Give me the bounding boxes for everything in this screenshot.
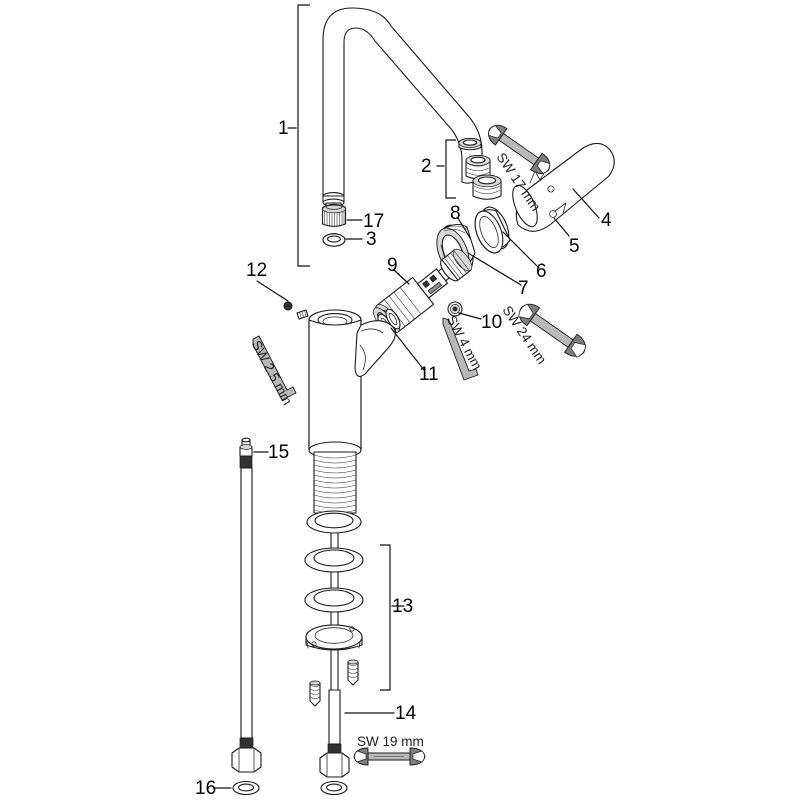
tool-wrench-sw24 bbox=[518, 303, 586, 358]
leader-13 bbox=[380, 544, 391, 691]
leader-8 bbox=[457, 217, 471, 239]
callout-9: 9 bbox=[387, 255, 398, 276]
callout-2: 2 bbox=[421, 156, 432, 177]
leader-2 bbox=[445, 139, 456, 199]
callout-4: 4 bbox=[601, 210, 612, 231]
callout-1: 1 bbox=[278, 118, 289, 139]
part-12-grub-screw bbox=[296, 309, 309, 320]
callout-12: 12 bbox=[246, 260, 268, 281]
callout-5: 5 bbox=[569, 236, 580, 257]
leader-4 bbox=[572, 188, 600, 219]
leader-7 bbox=[467, 252, 522, 286]
part-1-spout bbox=[322, 7, 483, 197]
callout-8: 8 bbox=[450, 203, 461, 224]
tool-label-sw19: SW 19 mm bbox=[357, 734, 424, 749]
callout-3: 3 bbox=[366, 229, 377, 250]
callout-10: 10 bbox=[481, 312, 503, 333]
part-16-sealing-washer bbox=[232, 780, 260, 796]
thread-lines bbox=[313, 454, 357, 514]
part-15-supply-hose bbox=[231, 437, 262, 773]
part-13-mounting-set bbox=[304, 510, 364, 707]
leader-1 bbox=[297, 4, 310, 267]
part-2-aerator-set bbox=[458, 137, 502, 200]
part-17-aerator-insert bbox=[321, 203, 347, 228]
mounting-screw-a bbox=[347, 659, 359, 686]
part-10-fixing-screw bbox=[447, 301, 463, 317]
part-14-supply-hose bbox=[319, 689, 350, 796]
leader-5 bbox=[553, 217, 570, 237]
callout-14: 14 bbox=[395, 703, 417, 724]
part-4-lever-handle bbox=[512, 142, 615, 232]
tool-allen-key-sw4 bbox=[442, 317, 479, 381]
leader-6 bbox=[502, 231, 540, 269]
callout-6: 6 bbox=[536, 261, 547, 282]
leader-11 bbox=[390, 327, 425, 371]
callout-11: 11 bbox=[419, 364, 439, 385]
callout-15: 15 bbox=[268, 442, 290, 463]
part-6-sleeve-ring bbox=[474, 206, 511, 254]
tool-wrench-sw17 bbox=[488, 124, 551, 174]
callout-13: 13 bbox=[392, 596, 414, 617]
mounting-screw-b bbox=[309, 680, 321, 707]
part-5-handle-screw bbox=[549, 210, 557, 218]
part-3-o-ring bbox=[322, 233, 346, 247]
leader-9 bbox=[393, 269, 410, 285]
leader-10 bbox=[458, 312, 482, 320]
callout-17: 17 bbox=[363, 211, 385, 232]
callout-7: 7 bbox=[518, 278, 529, 299]
part-12-index-plug bbox=[283, 301, 293, 311]
leader-12 bbox=[256, 280, 289, 302]
tool-allen-key-sw25 bbox=[252, 335, 297, 401]
tool-wrench-sw19 bbox=[353, 747, 426, 766]
callout-16: 16 bbox=[195, 778, 217, 799]
